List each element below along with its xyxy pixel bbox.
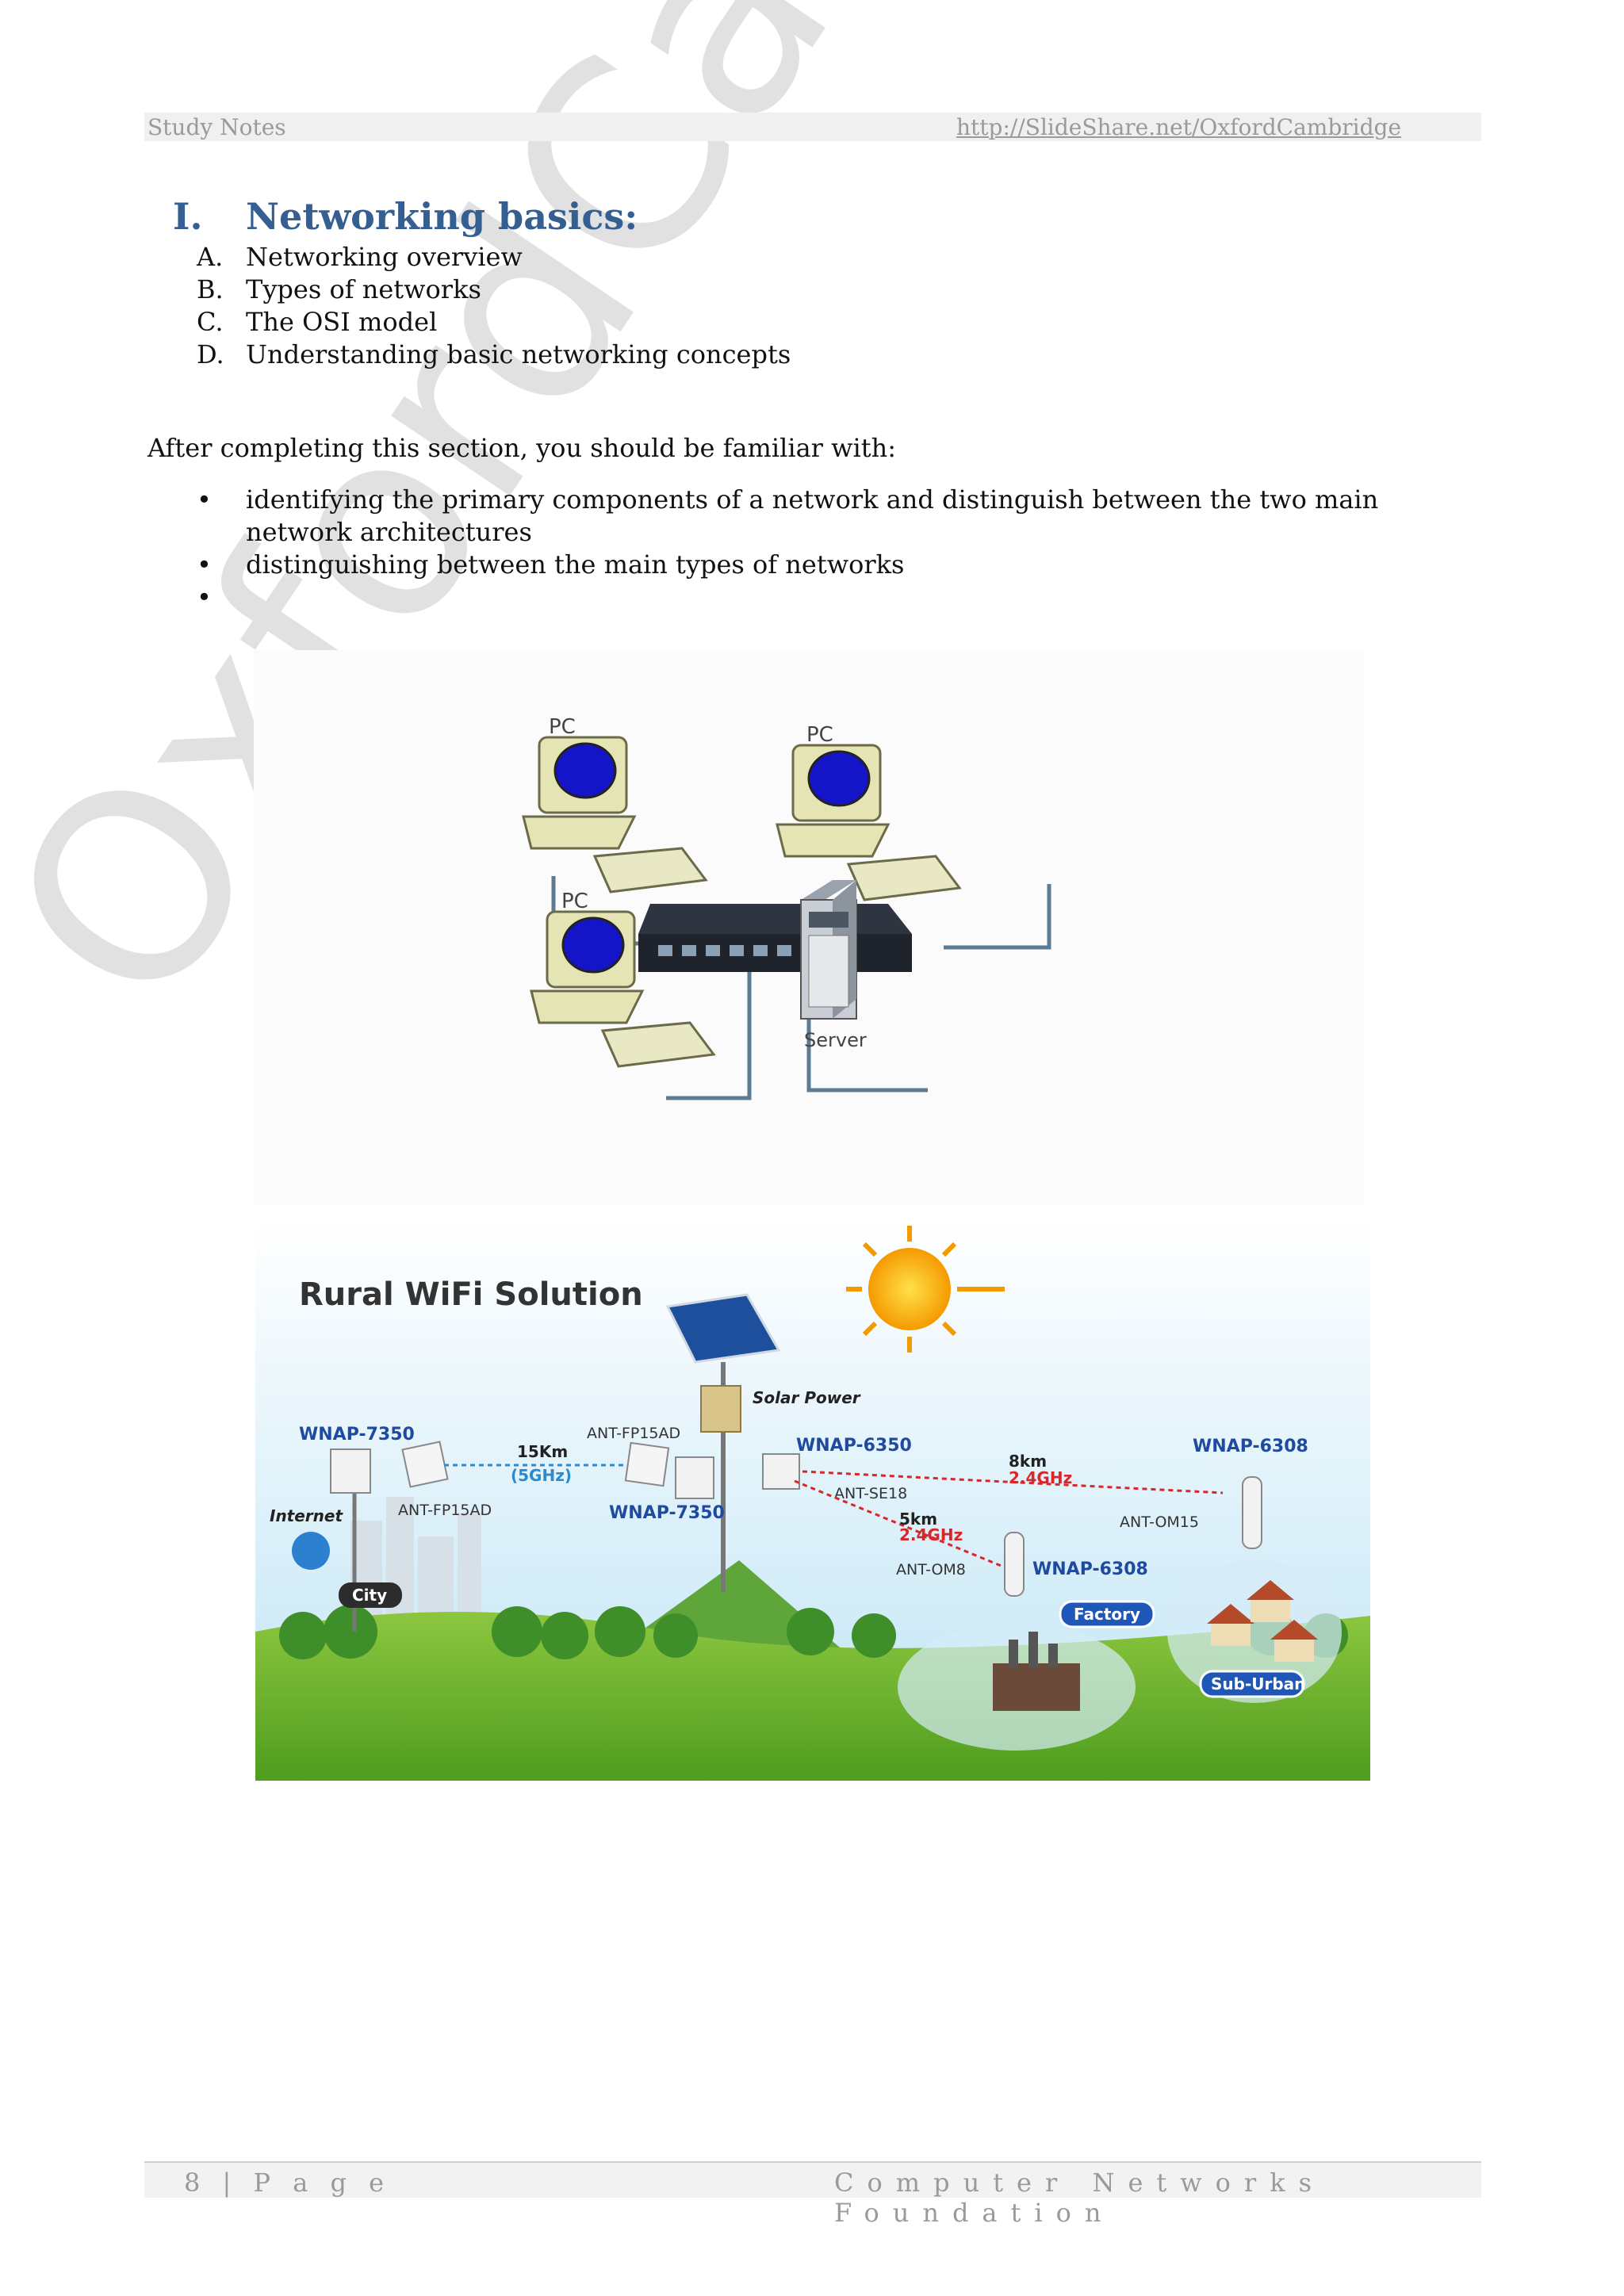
link1-frequency: (5GHz) <box>511 1466 572 1485</box>
header-link[interactable]: http://SlideShare.net/OxfordCambridge <box>956 114 1402 140</box>
page-footer-bar <box>144 2163 1481 2198</box>
globe-icon <box>292 1532 330 1570</box>
page-header-bar <box>144 113 1481 141</box>
outline-text: Networking overview <box>246 242 523 272</box>
objective-text: distinguishing between the main types of… <box>246 549 905 580</box>
antenna-icon <box>401 1441 449 1488</box>
network-switch-icon <box>638 904 912 972</box>
link2-frequency: 2.4GHz <box>1009 1468 1072 1487</box>
label-ant-om8: ANT-OM8 <box>896 1561 966 1578</box>
pc-label: PC <box>549 715 576 739</box>
outline-letter: A. <box>197 242 224 272</box>
houses-icon <box>1207 1580 1318 1662</box>
section-number: I. <box>173 195 203 238</box>
pc-icon <box>530 910 716 1068</box>
outline-text: The OSI model <box>246 307 438 337</box>
network-diagram-svg: PC PC PC Server <box>522 715 1051 1100</box>
bullet-icon: • <box>197 582 212 612</box>
sun-icon <box>846 1226 1005 1353</box>
objective-item: • <box>197 581 1386 614</box>
objective-text: identifying the primary components of a … <box>246 484 1379 547</box>
label-ant-fp15ad-mid: ANT-FP15AD <box>587 1425 680 1442</box>
bullet-icon: • <box>197 484 212 515</box>
outline-item: B. Types of networks <box>197 274 791 306</box>
label-wnap-7350-left: WNAP-7350 <box>299 1425 415 1445</box>
outline-item: A. Networking overview <box>197 241 791 274</box>
label-wnap-6350: WNAP-6350 <box>796 1436 912 1456</box>
server-label: Server <box>804 1029 867 1051</box>
outline-item: C. The OSI model <box>197 306 791 339</box>
objective-item: • identifying the primary components of a… <box>197 484 1386 549</box>
antenna-icon <box>624 1441 670 1487</box>
label-factory: Factory <box>1074 1605 1140 1624</box>
wifi-diagram-title: Rural WiFi Solution <box>299 1276 643 1313</box>
label-city: City <box>352 1586 387 1605</box>
pc-icon <box>522 736 708 894</box>
link3-distance: 5km <box>899 1510 937 1529</box>
header-left-text: Study Notes <box>147 114 286 140</box>
link2-distance: 8km <box>1009 1452 1047 1471</box>
pc-label: PC <box>806 723 833 747</box>
outline-item: D. Understanding basic networking concept… <box>197 339 791 371</box>
server-icon <box>800 880 857 1020</box>
network-diagram: PC PC PC Server <box>254 650 1364 1205</box>
access-point-icon <box>762 1453 800 1490</box>
label-wnap-7350-mid: WNAP-7350 <box>609 1503 725 1523</box>
suburban-badge <box>1199 1670 1305 1698</box>
link3-frequency: 2.4GHz <box>899 1525 963 1544</box>
solar-power-label: Solar Power <box>753 1388 861 1407</box>
bullet-icon: • <box>197 549 212 580</box>
label-ant-om15: ANT-OM15 <box>1120 1513 1199 1531</box>
solar-panel-icon <box>665 1293 781 1592</box>
objective-item: • distinguishing between the main types o… <box>197 549 1386 581</box>
outline-letter: C. <box>197 307 224 337</box>
coverage-area <box>1167 1560 1342 1703</box>
omni-antenna-icon <box>1004 1532 1025 1597</box>
label-suburban: Sub-Urban <box>1211 1674 1305 1693</box>
page-number: 8 | P a g e <box>184 2168 392 2198</box>
label-ant-se18: ANT-SE18 <box>834 1485 907 1502</box>
intro-paragraph: After completing this section, you shoul… <box>147 433 896 463</box>
outline-text: Types of networks <box>246 274 481 304</box>
pc-icon <box>776 744 962 901</box>
rural-wifi-diagram: Rural WiFi Solution Solar Power WNAP-735… <box>255 1219 1370 1781</box>
footer-title: Computer Networks Foundation <box>834 2168 1326 2228</box>
outline-letter: B. <box>197 274 224 304</box>
label-internet: Internet <box>270 1506 343 1525</box>
factory-badge <box>1059 1600 1155 1628</box>
section-outline: A. Networking overview B. Types of network… <box>197 241 791 371</box>
rural-wifi-svg: Rural WiFi Solution Solar Power WNAP-735… <box>255 1219 1370 1781</box>
label-wnap-6308-right: WNAP-6308 <box>1193 1437 1308 1456</box>
label-wnap-6308-factory: WNAP-6308 <box>1032 1559 1148 1579</box>
access-point-icon <box>675 1456 714 1499</box>
city-badge <box>339 1582 402 1608</box>
outline-letter: D. <box>197 339 224 369</box>
footer-rule <box>144 2161 1481 2163</box>
link1-distance: 15Km <box>517 1442 568 1461</box>
access-point-icon <box>330 1448 371 1494</box>
factory-icon <box>993 1632 1080 1711</box>
link-8km <box>802 1470 1224 1494</box>
label-ant-fp15ad-left: ANT-FP15AD <box>398 1502 492 1519</box>
omni-antenna-icon <box>1242 1476 1262 1549</box>
outline-text: Understanding basic networking concepts <box>246 339 791 369</box>
objectives-list: • identifying the primary components of a… <box>197 484 1386 614</box>
section-title: Networking basics: <box>246 195 638 238</box>
pc-label: PC <box>561 890 588 913</box>
